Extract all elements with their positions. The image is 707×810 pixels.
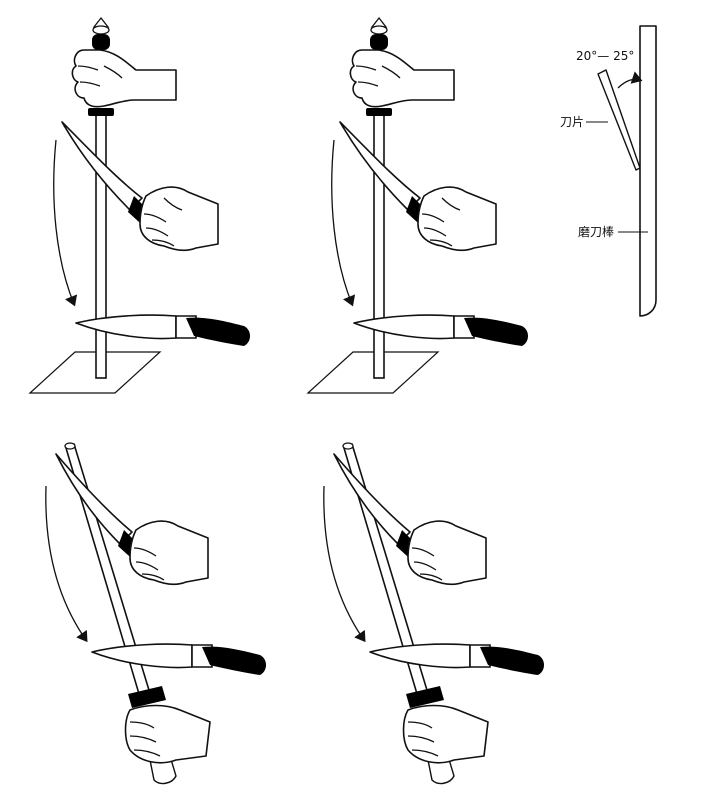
- panel-bottom-middle: [324, 442, 545, 785]
- knife-lowered-horizontal: [91, 643, 267, 676]
- panel-bottom-left: [46, 442, 267, 785]
- cutting-board-shape: [29, 351, 161, 394]
- steel-label: 磨刀棒: [578, 225, 615, 239]
- knife-raised-with-hand: [339, 121, 497, 251]
- knife-raised-with-hand: [61, 121, 219, 251]
- stroke-direction-arrow: [46, 486, 86, 640]
- angle-arc-icon: [617, 71, 643, 89]
- stroke-direction-arrow: [54, 140, 74, 304]
- knife-lowered-horizontal: [369, 643, 545, 676]
- stroke-direction-arrow: [324, 486, 364, 640]
- stroke-direction-arrow: [332, 140, 352, 304]
- panel-top-left: [29, 17, 251, 394]
- steel-rod-detail: [639, 25, 657, 317]
- cutting-board-shape: [307, 351, 439, 394]
- panel-top-middle: [307, 17, 529, 394]
- blade-label: 刀片: [560, 115, 585, 129]
- blade-detail: [597, 69, 641, 171]
- angle-detail: [586, 25, 657, 317]
- angle-label: 20°— 25°: [576, 49, 635, 63]
